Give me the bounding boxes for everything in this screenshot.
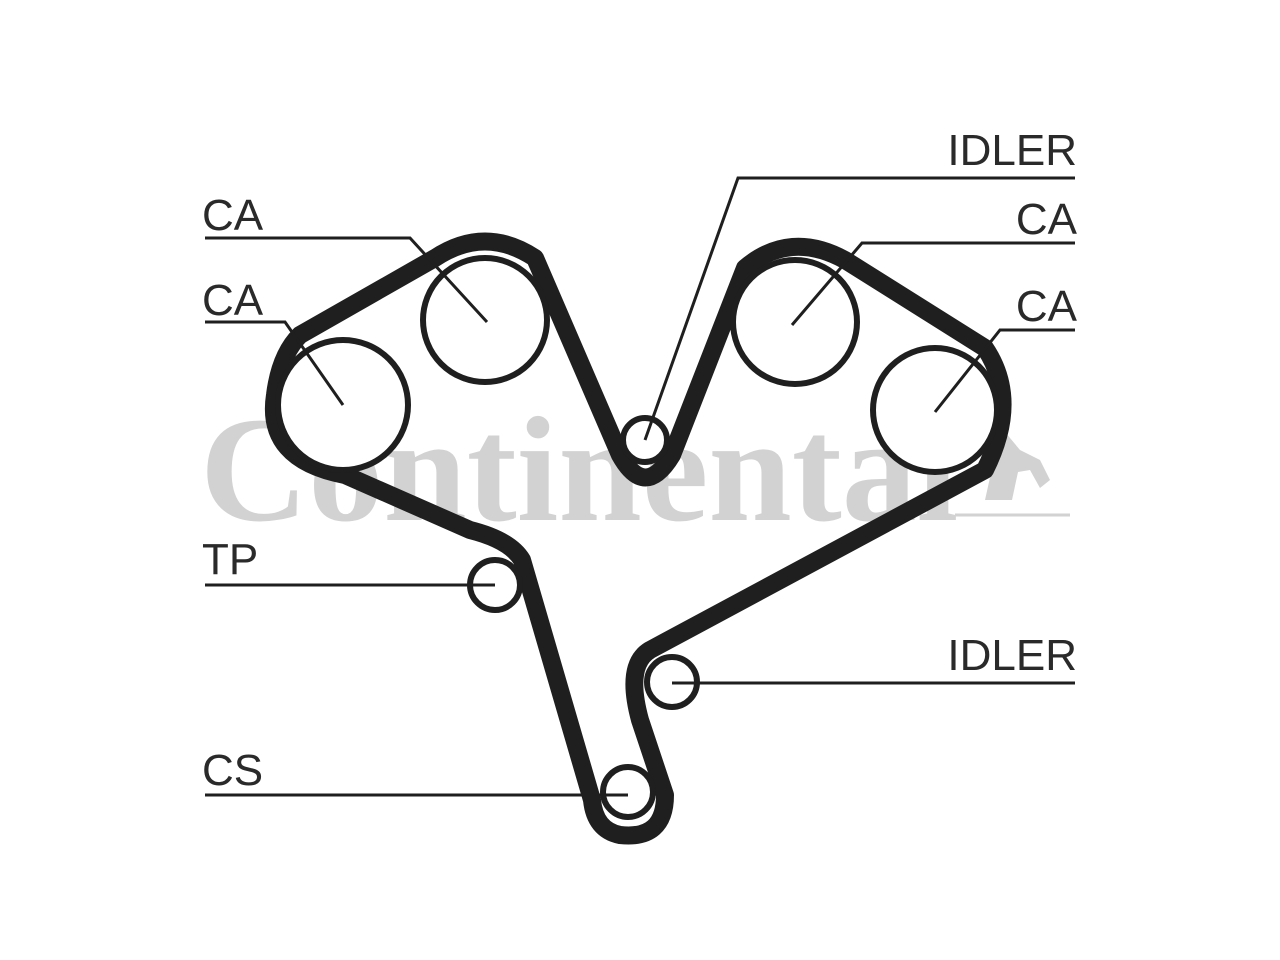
label-ca-mid-left: CA [202, 276, 264, 325]
leader-ca-top-left [205, 236, 489, 324]
label-ca-top-left: CA [202, 191, 264, 240]
leader-ca-mid-right [933, 328, 1075, 413]
leader-ca-mid-left [205, 320, 345, 406]
leader-idler-top [643, 176, 1075, 441]
crankshaft-pulley [600, 764, 656, 820]
label-ca-mid-right: CA [1016, 282, 1078, 331]
label-idler-top: IDLER [947, 126, 1077, 175]
label-cs: CS [202, 746, 263, 795]
leader-ca-top-right [790, 241, 1075, 326]
label-ca-top-right: CA [1016, 195, 1078, 244]
label-tp: TP [202, 535, 258, 584]
label-idler-bottom: IDLER [947, 631, 1077, 680]
